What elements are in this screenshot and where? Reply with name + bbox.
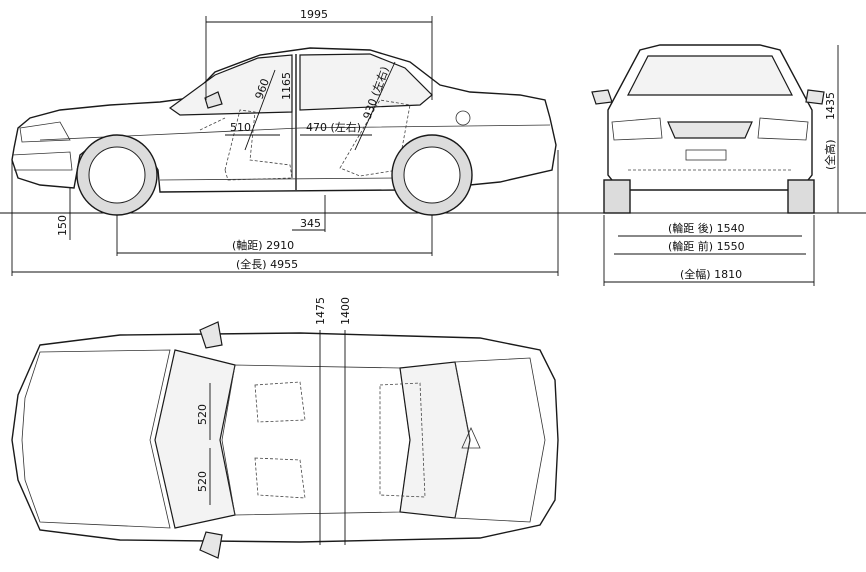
dim-label-rear-track: (輪距 後) 1540 (668, 221, 745, 235)
front-grille (667, 121, 753, 139)
side-view: 1995 1165 960 930 (左右) 510 470 (左右) 345 … (0, 8, 866, 276)
top-roof (221, 364, 411, 516)
dim-label-front-track: (輪距 前) 1550 (668, 239, 745, 253)
front-windshield (627, 55, 793, 96)
side-sill (159, 177, 399, 181)
front-left-headlamp (611, 117, 663, 141)
front-seat-outline (224, 109, 293, 181)
top-trunk-emblem (461, 427, 481, 449)
dim-label-1995: 1995 (300, 8, 328, 21)
dim-label-470: 470 (左右) (306, 120, 361, 134)
dim-label-wheelbase: (軸距) 2910 (232, 238, 294, 252)
rear-seat-outline (339, 99, 411, 177)
dim-label-height-value: 1435 (824, 92, 837, 120)
top-front-seat-lower (254, 457, 306, 499)
steering-outline (199, 117, 226, 131)
front-bumper (11, 151, 73, 171)
dim-label-150: 150 (56, 215, 69, 236)
top-body (11, 332, 559, 543)
side-windows (168, 54, 293, 116)
front-mirror-right (805, 89, 825, 105)
rear-wheel-hub (403, 146, 461, 204)
dim-label-1475: 1475 (314, 297, 327, 325)
front-mirror-left (591, 89, 613, 105)
top-mirror-lower (199, 531, 223, 559)
top-front-seat-upper (254, 381, 306, 423)
front-right-tire (787, 179, 815, 214)
dim-label-520-upper: 520 (196, 404, 209, 425)
headlamp (19, 121, 71, 143)
side-mirror (204, 91, 223, 109)
dim-label-height-tag: (全高) (823, 139, 837, 170)
front-left-tire (603, 179, 631, 214)
top-view: 1475 1400 520 520 (11, 297, 559, 559)
dim-label-520-lower: 520 (196, 471, 209, 492)
top-trunk (454, 357, 546, 523)
front-view: (輪距 後) 1540 (輪距 前) 1550 (全幅) 1810 (全高) 1… (591, 44, 839, 286)
front-right-headlamp (757, 117, 809, 141)
dim-label-width: (全幅) 1810 (680, 267, 742, 281)
dim-label-1165: 1165 (280, 72, 293, 100)
fuel-door (455, 110, 471, 126)
front-plate (685, 149, 727, 161)
dim-label-345: 345 (300, 217, 321, 230)
dim-label-1400: 1400 (339, 297, 352, 325)
top-rear-bench (379, 382, 426, 498)
top-mirror-upper (199, 321, 223, 349)
top-hood (21, 349, 171, 529)
top-windshield (154, 349, 236, 529)
dim-label-length: (全長) 4955 (236, 257, 298, 271)
dim-line-960 (244, 69, 276, 151)
dim-label-510: 510 (230, 121, 251, 134)
front-wheel-hub (88, 146, 146, 204)
